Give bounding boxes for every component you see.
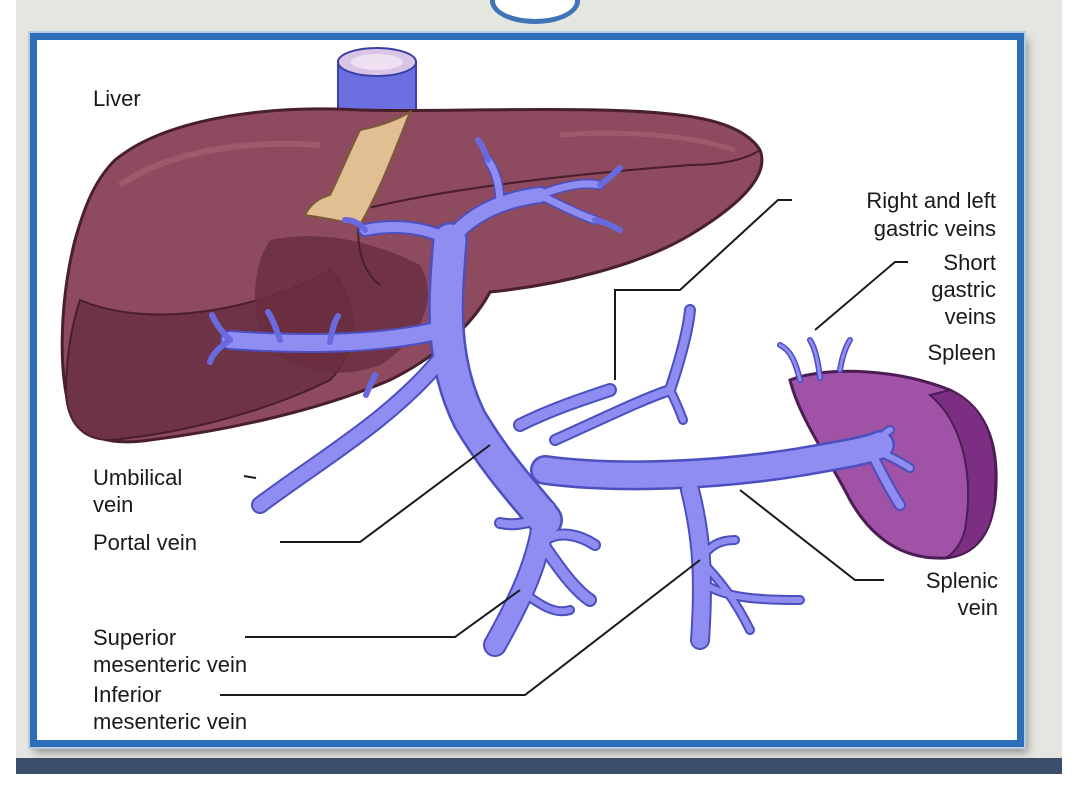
- label-spleen: Spleen: [927, 340, 996, 365]
- leader-inferior: [220, 559, 701, 696]
- leader-superior: [245, 589, 521, 638]
- leader-portal: [280, 444, 491, 543]
- label-short-line3: veins: [945, 304, 996, 329]
- label-inferior-line2: mesenteric vein: [93, 709, 247, 734]
- label-superior-line2: mesenteric vein: [93, 652, 247, 677]
- leader-umbilical: [243, 475, 257, 479]
- label-gastric-line2: gastric veins: [874, 216, 996, 241]
- label-splenic-line1: Splenic: [926, 568, 998, 593]
- label-umbilical-line1: Umbilical: [93, 465, 182, 490]
- label-portal: Portal vein: [93, 530, 197, 555]
- leader-lines: [220, 199, 908, 696]
- slide-bottom-bar: [16, 758, 1062, 774]
- portal-vein-network: [207, 137, 915, 657]
- label-liver: Liver: [93, 86, 141, 111]
- leader-gastric: [614, 199, 792, 380]
- label-umbilical-line2: vein: [93, 492, 133, 517]
- label-short-line2: gastric: [931, 277, 996, 302]
- label-superior-line1: Superior: [93, 625, 176, 650]
- liver-shape: [60, 107, 764, 444]
- leader-short-gastric: [814, 261, 908, 331]
- label-splenic-line2: vein: [958, 595, 998, 620]
- labels: Liver Right and left gastric veins Short…: [93, 86, 998, 734]
- leader-splenic: [739, 489, 884, 581]
- label-short-line1: Short: [943, 250, 996, 275]
- label-inferior-line1: Inferior: [93, 682, 161, 707]
- spleen-shape: [788, 369, 998, 560]
- label-gastric-line1: Right and left: [866, 188, 996, 213]
